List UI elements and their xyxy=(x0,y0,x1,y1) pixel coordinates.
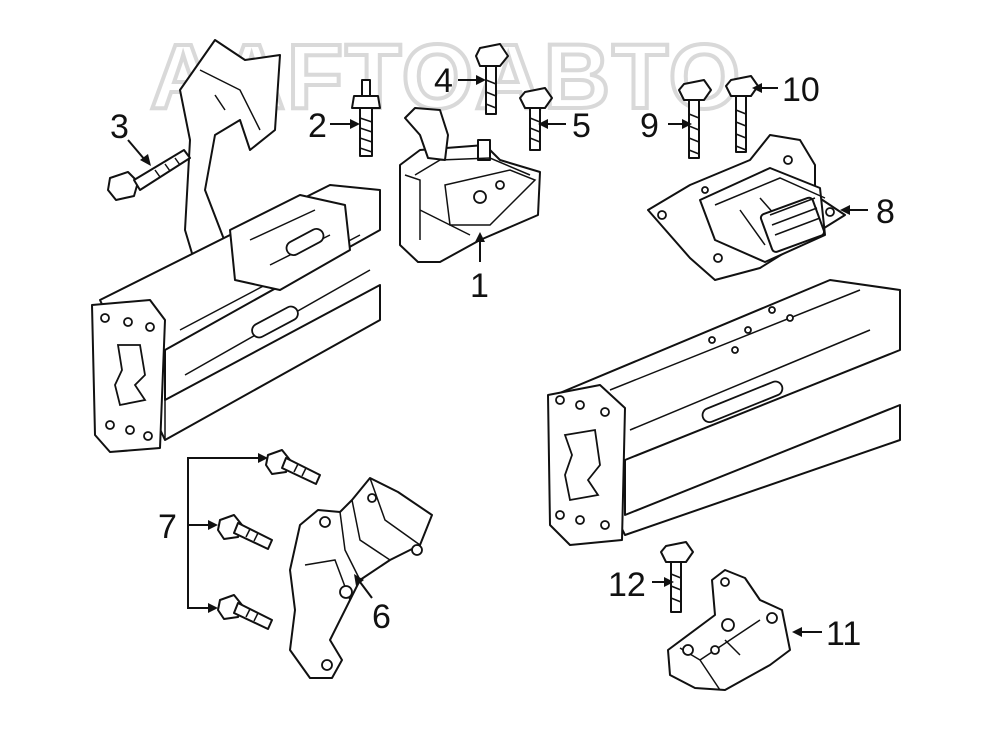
callout-9: 9 xyxy=(640,107,659,145)
bolt-part-7-middle xyxy=(217,514,273,550)
callout-5: 5 xyxy=(572,107,591,145)
bolt-part-12 xyxy=(660,541,694,613)
engine-mount-part-1 xyxy=(399,107,541,263)
callout-arrows xyxy=(127,75,868,637)
callout-11: 11 xyxy=(826,615,861,653)
callout-2: 2 xyxy=(308,107,327,145)
left-frame-rail xyxy=(91,39,381,453)
transmission-mount-part-8 xyxy=(647,134,846,281)
callout-4: 4 xyxy=(434,62,453,100)
callout-12: 12 xyxy=(608,566,646,604)
callout-1: 1 xyxy=(470,267,489,305)
right-frame-rail xyxy=(547,279,901,546)
callout-3: 3 xyxy=(110,108,129,146)
callout-10: 10 xyxy=(782,71,820,109)
bolt-part-2 xyxy=(351,79,381,157)
callout-7: 7 xyxy=(158,508,177,546)
bolt-part-9 xyxy=(678,79,712,159)
callout-8: 8 xyxy=(876,193,895,231)
bolt-part-7-top xyxy=(265,449,321,485)
bolt-part-3 xyxy=(107,149,191,201)
bolt-part-5 xyxy=(519,87,553,151)
bracket-part-11 xyxy=(667,569,791,691)
bracket-part-6 xyxy=(289,477,433,679)
callout-6: 6 xyxy=(372,598,391,636)
bolt-part-10 xyxy=(725,75,759,153)
bolt-part-4 xyxy=(475,43,509,115)
bolt-part-7-bottom xyxy=(217,594,273,630)
